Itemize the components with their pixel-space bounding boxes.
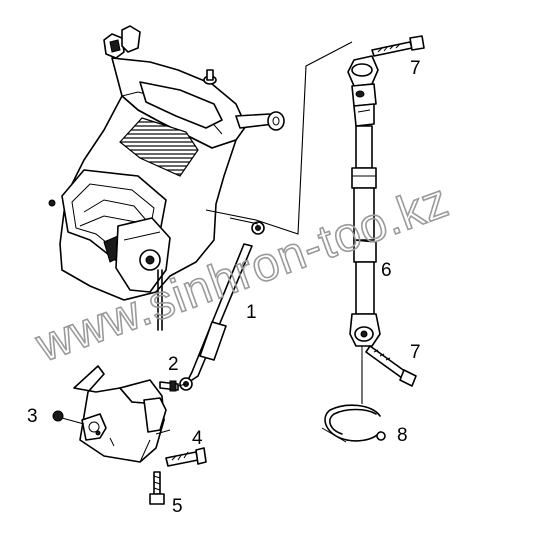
nut-3 xyxy=(52,410,64,422)
bolt-4 xyxy=(165,447,207,467)
bolt-7-upper xyxy=(371,35,425,57)
bolt-7-lower xyxy=(365,345,417,387)
hose-clamp xyxy=(321,404,386,443)
callout-2: 2 xyxy=(168,354,179,375)
gas-strut xyxy=(179,217,265,391)
callout-1: 1 xyxy=(246,302,257,323)
bolt-5 xyxy=(149,471,165,505)
callout-7-upper: 7 xyxy=(410,58,421,79)
bolt-2 xyxy=(159,380,187,392)
callout-8: 8 xyxy=(397,425,408,446)
mounting-bracket xyxy=(73,365,171,463)
callout-7-lower: 7 xyxy=(410,342,421,363)
steering-column-housing xyxy=(48,25,285,331)
callout-3: 3 xyxy=(27,406,38,427)
callout-5: 5 xyxy=(172,496,183,517)
callout-6: 6 xyxy=(381,260,392,281)
leader-housing-to-shaft xyxy=(205,41,353,235)
intermediate-shaft xyxy=(347,55,381,360)
callout-4: 4 xyxy=(192,428,203,449)
leader-3 xyxy=(61,417,85,425)
